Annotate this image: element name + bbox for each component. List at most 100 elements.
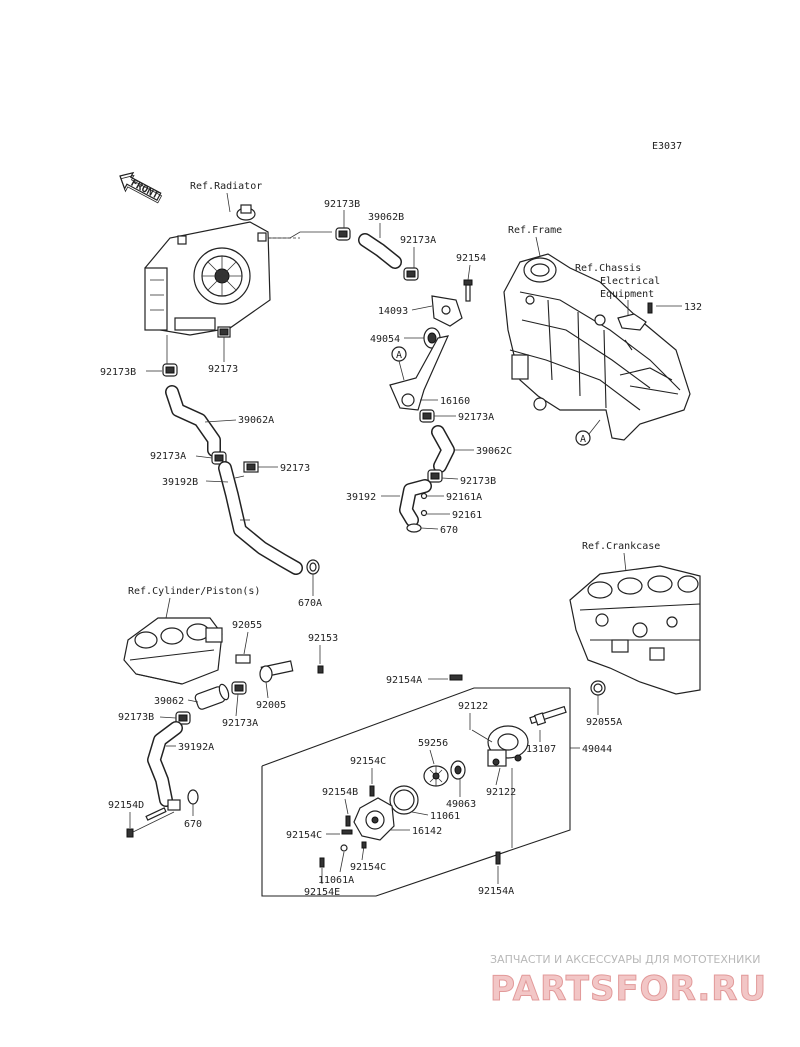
part-11061A-washer <box>340 844 348 852</box>
ref-crankcase-label: Ref.Crankcase <box>582 541 660 552</box>
label-16160: 16160 <box>440 396 470 407</box>
part-14093-thermostat-cover <box>431 295 463 327</box>
label-670-low: 670 <box>184 819 202 830</box>
part-670-oring-low <box>187 789 199 805</box>
label-39192A: 39192A <box>178 742 214 753</box>
label-92055: 92055 <box>232 620 262 631</box>
label-39062B: 39062B <box>368 212 404 223</box>
part-92173-clip-lower <box>243 461 259 473</box>
ref-frame-label: Ref.Frame <box>508 225 562 236</box>
bolt-92154C-top <box>369 785 375 797</box>
hose-39062B <box>358 233 402 269</box>
front-label: FRONT <box>129 178 161 202</box>
part-92055-gasket <box>235 654 251 664</box>
part-11061-gasket <box>389 785 419 815</box>
callout-a-right: A <box>575 430 591 446</box>
label-39062C: 39062C <box>476 446 512 457</box>
bolt-92154A-bottom <box>495 851 501 865</box>
part-92173B-clamp-top <box>335 227 351 241</box>
part-49063-seal <box>450 760 466 780</box>
part-92161A <box>420 492 428 500</box>
label-92173B-top: 92173B <box>324 199 360 210</box>
label-92154D: 92154D <box>108 800 144 811</box>
crankcase <box>569 565 701 695</box>
label-92173A-top: 92173A <box>400 235 436 246</box>
pipe-39192B <box>218 461 303 575</box>
bolt-92154A-top <box>449 674 463 681</box>
radiator <box>144 204 271 336</box>
svg-text:A: A <box>580 434 586 445</box>
hose-39062C <box>431 425 455 473</box>
bolt-92154B <box>345 815 351 827</box>
label-92173A-low: 92173A <box>222 718 258 729</box>
label-92173-lower: 92173 <box>280 463 310 474</box>
part-132-bracket <box>617 302 653 331</box>
label-92173A-mid: 92173A <box>150 451 186 462</box>
label-92173B-mid: 92173B <box>460 476 496 487</box>
part-16142-pump-cover <box>353 797 395 841</box>
ref-cylinder-label: Ref.Cylinder/Piston(s) <box>128 586 260 597</box>
part-49044-pump-body <box>487 725 529 767</box>
label-132: 132 <box>684 302 702 313</box>
pipe-39192 <box>399 479 432 527</box>
label-92161: 92161 <box>452 510 482 521</box>
part-670A-oring <box>306 559 320 575</box>
watermark-tagline: ЗАПЧАСТИ И АКСЕССУАРЫ ДЛЯ МОТОТЕХНИКИ <box>490 953 760 966</box>
callout-a-left: A <box>391 346 407 362</box>
label-92154C-left: 92154C <box>286 830 322 841</box>
part-fitting-39192A-end <box>167 799 181 811</box>
label-92154C-top: 92154C <box>350 756 386 767</box>
part-13107-shaft <box>529 705 567 726</box>
part-92161 <box>420 509 428 517</box>
ref-chassis-label-3: Equipment <box>600 289 654 300</box>
ref-radiator-label: Ref.Radiator <box>190 181 262 192</box>
label-92161A: 92161A <box>446 492 482 503</box>
ref-chassis-label-2: Electrical <box>600 276 660 287</box>
label-11061: 11061 <box>430 811 460 822</box>
label-92055A: 92055A <box>586 717 622 728</box>
cylinder <box>123 617 223 685</box>
label-92122-bottom: 92122 <box>486 787 516 798</box>
ref-chassis-label-1: Ref.Chassis <box>575 263 641 274</box>
bolt-92154-top <box>463 279 473 302</box>
svg-text:A: A <box>396 350 402 361</box>
label-16142: 16142 <box>412 826 442 837</box>
part-59256-impeller <box>423 765 449 787</box>
hose-39062A <box>165 385 221 457</box>
diagram-code: E3037 <box>652 141 682 152</box>
part-16160-thermostat-housing <box>389 335 450 411</box>
frame <box>503 253 691 441</box>
label-39192: 39192 <box>346 492 376 503</box>
label-92154-top: 92154 <box>456 253 486 264</box>
bolt-92154D <box>126 807 167 838</box>
part-92005-fitting <box>259 660 294 683</box>
bolt-92154E <box>319 857 325 868</box>
part-92173B-clamp-left <box>162 363 178 377</box>
pipe-39192A <box>147 721 183 807</box>
label-92154E: 92154E <box>304 887 340 898</box>
label-92154A-top: 92154A <box>386 675 422 686</box>
label-92005: 92005 <box>256 700 286 711</box>
label-92154A-bottom: 92154A <box>478 886 514 897</box>
water-pump-outline-frame <box>261 687 571 897</box>
part-92173A-clamp-low <box>231 681 247 695</box>
label-670A: 670A <box>298 598 322 609</box>
bolt-92154C-left <box>341 829 353 835</box>
label-92153: 92153 <box>308 633 338 644</box>
label-92122-top: 92122 <box>458 701 488 712</box>
part-92173B-clamp-mid <box>427 469 443 483</box>
label-92173-upper: 92173 <box>208 364 238 375</box>
label-13107: 13107 <box>526 744 556 755</box>
label-49063: 49063 <box>446 799 476 810</box>
part-670-oring-top <box>406 523 422 533</box>
front-arrow-icon: FRONT <box>119 171 163 204</box>
label-49044: 49044 <box>582 744 612 755</box>
part-92173A-clamp-top <box>403 267 419 281</box>
part-92055A-oring <box>590 680 606 696</box>
hose-39062-short <box>194 683 230 710</box>
watermark-site: PARTSFOR.RU <box>490 969 767 1009</box>
label-92173B-left: 92173B <box>100 367 136 378</box>
label-11061A: 11061A <box>318 875 354 886</box>
label-92173B-low: 92173B <box>118 712 154 723</box>
